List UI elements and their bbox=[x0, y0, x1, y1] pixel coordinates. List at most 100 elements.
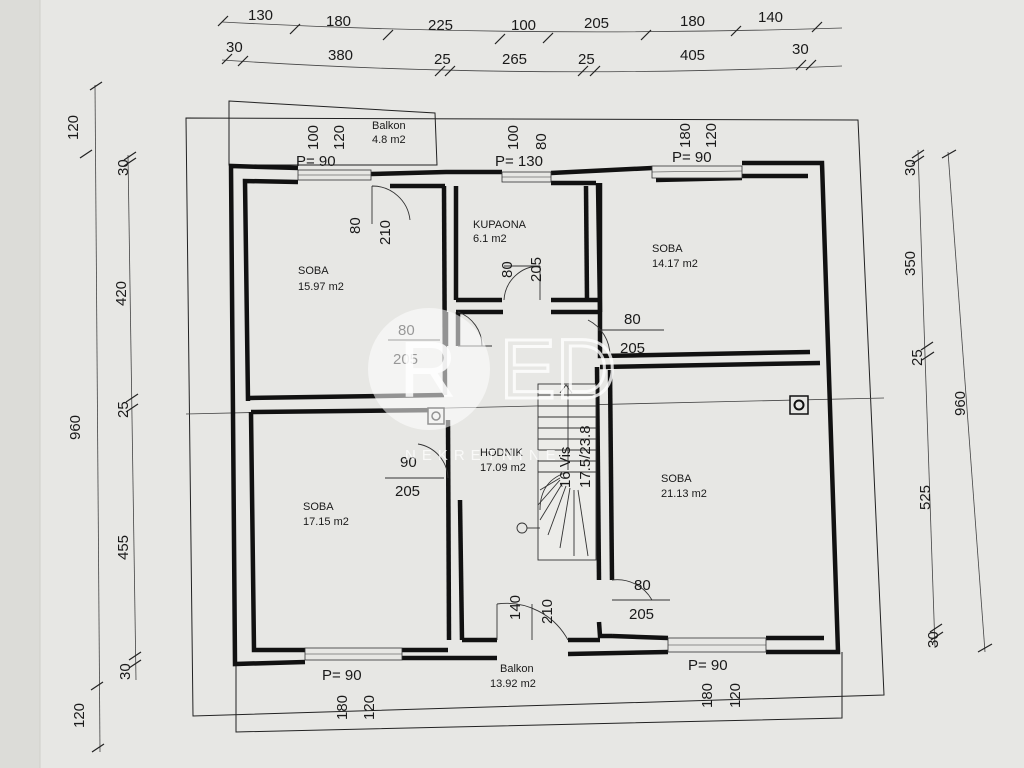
door-swing-bottom bbox=[496, 602, 569, 641]
window-br-h: 120 bbox=[727, 683, 744, 708]
window-tr-w: 180 bbox=[677, 123, 694, 148]
dim-right-30b: 30 bbox=[925, 631, 942, 648]
left-dimensions: 120 960 120 30 420 25 455 30 bbox=[65, 81, 142, 753]
window-top-left bbox=[297, 169, 372, 181]
door-soba4-h: 205 bbox=[629, 606, 654, 623]
dim-left-30b: 30 bbox=[117, 663, 134, 680]
dim-left-420: 420 bbox=[113, 281, 130, 306]
room-name-balkon-bottom: Balkon bbox=[500, 663, 534, 675]
window-top-right bbox=[651, 165, 743, 179]
top-dimensions: 130 180 225 100 205 180 140 30 380 25 26… bbox=[217, 7, 843, 77]
room-area-soba4: 21.13 m2 bbox=[661, 488, 707, 500]
door-swing-kupaona bbox=[503, 265, 541, 301]
watermark-logo-circle bbox=[368, 308, 490, 430]
door-bottom-w: 140 bbox=[507, 595, 524, 620]
window-tl-h: 120 bbox=[331, 125, 348, 150]
watermark-subtitle: NEKRETNINE bbox=[405, 447, 562, 464]
room-area-balkon-bottom: 13.92 m2 bbox=[490, 678, 536, 690]
room-area-balkon-top: 4.8 m2 bbox=[372, 134, 406, 146]
door-soba1-w: 80 bbox=[347, 217, 364, 234]
room-name-soba4: SOBA bbox=[661, 473, 692, 485]
window-br-w: 180 bbox=[699, 683, 716, 708]
dim-top-180: 180 bbox=[326, 13, 351, 30]
dim-top-140: 140 bbox=[758, 9, 783, 26]
dim-top-205: 205 bbox=[584, 15, 609, 32]
room-area-hodnik: 17.09 m2 bbox=[480, 462, 526, 474]
window-top-center bbox=[501, 171, 552, 183]
window-tr-h: 120 bbox=[703, 123, 720, 148]
door-soba2-h: 205 bbox=[620, 340, 645, 357]
dim-top2-30a: 30 bbox=[226, 39, 243, 56]
outer-outlines bbox=[185, 100, 885, 733]
door-soba4-w: 80 bbox=[634, 577, 651, 594]
dim-top2-25b: 25 bbox=[578, 51, 595, 68]
window-bl-w: 180 bbox=[334, 695, 351, 720]
window-bottom-left bbox=[304, 647, 403, 661]
chimney-right bbox=[789, 395, 809, 415]
room-area-soba1: 15.97 m2 bbox=[298, 281, 344, 293]
dim-left-120a: 120 bbox=[65, 115, 82, 140]
room-name-soba3: SOBA bbox=[303, 501, 334, 513]
room-area-soba3: 17.15 m2 bbox=[303, 516, 349, 528]
dim-top2-405: 405 bbox=[680, 47, 705, 64]
dim-top2-30b: 30 bbox=[792, 41, 809, 58]
door-kupaona-h: 205 bbox=[528, 257, 545, 282]
room-name-balkon-top: Balkon bbox=[372, 120, 406, 132]
dim-top2-380: 380 bbox=[328, 47, 353, 64]
opening-labels: P= 90 100 120 P= 130 100 80 P= 90 180 12… bbox=[296, 123, 744, 720]
window-tc-w: 100 bbox=[505, 125, 522, 150]
dim-top-225: 225 bbox=[428, 17, 453, 34]
window-bl-p: P= 90 bbox=[322, 667, 362, 684]
dim-left-960: 960 bbox=[67, 415, 84, 440]
dim-right-350: 350 bbox=[902, 251, 919, 276]
room-area-kupaona: 6.1 m2 bbox=[473, 233, 507, 245]
door-soba2-w: 80 bbox=[624, 311, 641, 328]
window-tr-p: P= 90 bbox=[672, 149, 712, 166]
dim-left-25: 25 bbox=[115, 401, 132, 418]
window-br-p: P= 90 bbox=[688, 657, 728, 674]
door-kupaona-w: 80 bbox=[499, 261, 516, 278]
dim-top2-25a: 25 bbox=[434, 51, 451, 68]
dim-right-30a: 30 bbox=[902, 159, 919, 176]
dim-top-180b: 180 bbox=[680, 13, 705, 30]
window-tc-p: P= 130 bbox=[495, 153, 543, 170]
window-bl-h: 120 bbox=[361, 695, 378, 720]
window-tl-w: 100 bbox=[305, 125, 322, 150]
room-name-soba2: SOBA bbox=[652, 243, 683, 255]
door-swing-soba1 bbox=[371, 185, 411, 224]
dim-right-25: 25 bbox=[909, 349, 926, 366]
dim-left-120b: 120 bbox=[71, 703, 88, 728]
room-labels: Balkon 4.8 m2 KUPAONA 6.1 m2 SOBA 15.97 … bbox=[298, 120, 707, 690]
window-bottom-right bbox=[667, 637, 767, 653]
door-soba3-h: 205 bbox=[395, 483, 420, 500]
window-tl-p: P= 90 bbox=[296, 153, 336, 170]
room-name-kupaona: KUPAONA bbox=[473, 219, 527, 231]
dim-right-960: 960 bbox=[952, 391, 969, 416]
room-area-soba2: 14.17 m2 bbox=[652, 258, 698, 270]
dim-top-100: 100 bbox=[511, 17, 536, 34]
stairs-ratio: 17.5/23.8 bbox=[577, 425, 594, 488]
window-tc-h: 80 bbox=[533, 133, 550, 150]
door-soba3-w: 90 bbox=[400, 454, 417, 471]
dim-right-525: 525 bbox=[917, 485, 934, 510]
right-dimensions: 30 350 25 525 30 960 bbox=[902, 149, 993, 653]
watermark-logo-r: R bbox=[399, 325, 457, 414]
dim-top2-265: 265 bbox=[502, 51, 527, 68]
stairs-count: 16 Vis bbox=[557, 447, 574, 488]
staircase bbox=[516, 383, 597, 561]
room-name-hodnik: HODNIK bbox=[480, 447, 523, 459]
door-soba1-h: 210 bbox=[377, 220, 394, 245]
door-bottom-h: 210 bbox=[539, 599, 556, 624]
door-swing-soba4 bbox=[611, 579, 670, 601]
windows bbox=[297, 165, 767, 661]
paper-margin bbox=[0, 0, 40, 768]
door-swing-soba3 bbox=[385, 443, 449, 479]
watermark: R ED NEKRETNINE bbox=[368, 308, 618, 464]
door-swing-soba2 bbox=[587, 319, 664, 357]
dim-left-455: 455 bbox=[115, 535, 132, 560]
dim-left-30a: 30 bbox=[115, 159, 132, 176]
room-name-soba1: SOBA bbox=[298, 265, 329, 277]
dim-top-130: 130 bbox=[248, 7, 273, 24]
